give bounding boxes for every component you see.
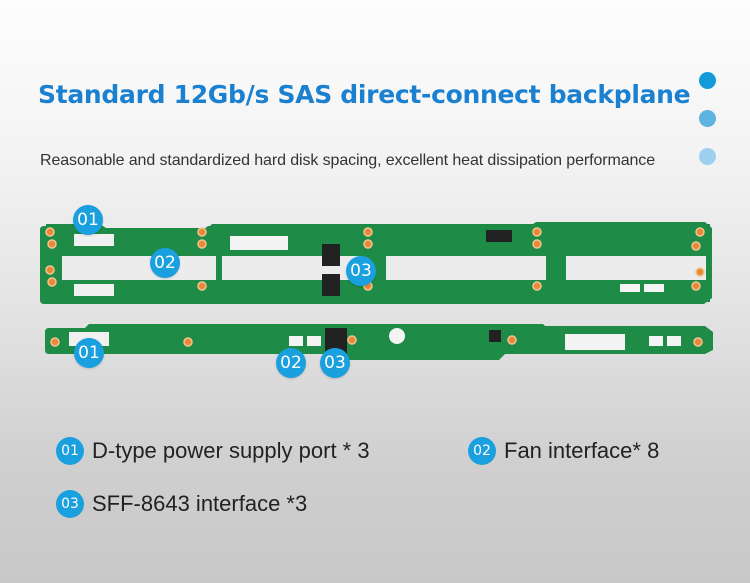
legend-item-fan: 02 Fan interface* 8 — [468, 437, 659, 465]
callout-badge-01: 01 — [74, 338, 104, 368]
legend-text: SFF-8643 interface *3 — [92, 491, 308, 516]
decorative-dot — [699, 148, 716, 165]
page-subtitle: Reasonable and standardized hard disk sp… — [40, 152, 656, 169]
callout-badge-01: 01 — [73, 205, 103, 235]
backplane-bottom-board: 01 02 03 — [45, 322, 725, 378]
decorative-dot — [699, 110, 716, 127]
callout-badge-03: 03 — [346, 256, 376, 286]
legend-badge: 01 — [56, 437, 84, 465]
legend-item-sff: 03 SFF-8643 interface *3 — [56, 490, 307, 518]
legend-badge: 03 — [56, 490, 84, 518]
decorative-dot — [699, 72, 716, 89]
callout-badge-03: 03 — [320, 348, 350, 378]
legend-text: D-type power supply port * 3 — [92, 438, 370, 463]
legend-badge: 02 — [468, 437, 496, 465]
callout-badge-02: 02 — [276, 348, 306, 378]
callout-badge-02: 02 — [150, 248, 180, 278]
legend-text: Fan interface* 8 — [504, 438, 660, 463]
backplane-top-board: 01 02 03 — [40, 205, 720, 307]
page-title: Standard 12Gb/s SAS direct-connect backp… — [38, 80, 691, 109]
top-board-image — [40, 222, 720, 304]
bottom-board-image — [45, 324, 713, 360]
legend-item-power: 01 D-type power supply port * 3 — [56, 437, 370, 465]
